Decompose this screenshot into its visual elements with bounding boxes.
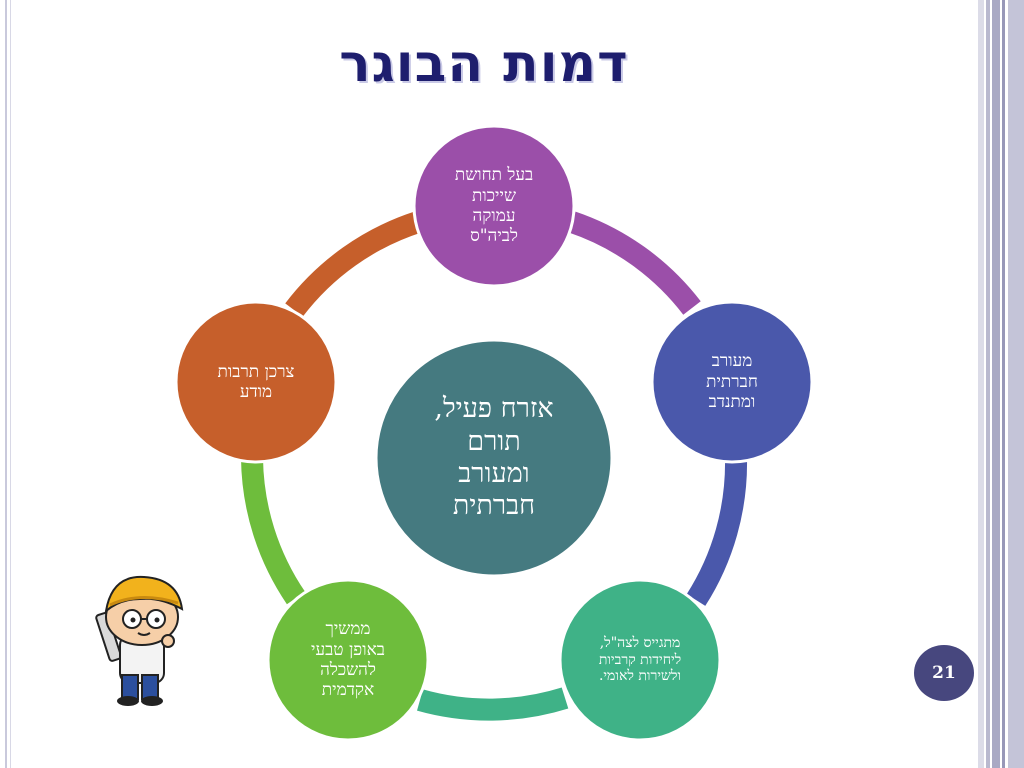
node-bottom-right-text: מתגייס לצה"ל, ליחידות קרביות ולשירות לאו…: [598, 634, 682, 685]
ring-segment-right-bottom: [686, 457, 748, 606]
node-bottom-right: [558, 578, 722, 742]
ring-segment-bottom-left: [241, 457, 306, 605]
ring-segment-bottom: [417, 687, 569, 721]
slide-title: דמות הבוגר: [339, 34, 629, 94]
node-top-text: בעל תחושת שייכות עמוקה לביה"ס: [454, 165, 534, 247]
center-node: [374, 338, 614, 578]
center-node-text: אזרח פעיל, תורם ומעורב חברתית: [434, 393, 554, 522]
frame-line-left: [5, 0, 7, 768]
ring-segment-left-top: [285, 211, 422, 317]
right-decorative-band: [978, 0, 1024, 768]
ring-segment-top-right: [568, 211, 701, 315]
frame-line-left-inner: [10, 0, 11, 768]
node-right: [650, 300, 814, 464]
node-top: [412, 124, 576, 288]
node-bottom-left-text: ממשיך באופן טבעי להשכלה אקדמית: [311, 619, 385, 701]
diagram-nodes: [174, 124, 814, 742]
node-left-text: צרכן תרבות מודע: [217, 361, 295, 402]
cycle-ring: [241, 211, 748, 721]
node-bottom-left: [266, 578, 430, 742]
node-left: [174, 300, 338, 464]
cartoon-student-icon: [95, 575, 184, 706]
node-right-text: מעורב חברתית ומתנדב: [706, 351, 758, 413]
page-number-badge: 21: [914, 645, 974, 701]
